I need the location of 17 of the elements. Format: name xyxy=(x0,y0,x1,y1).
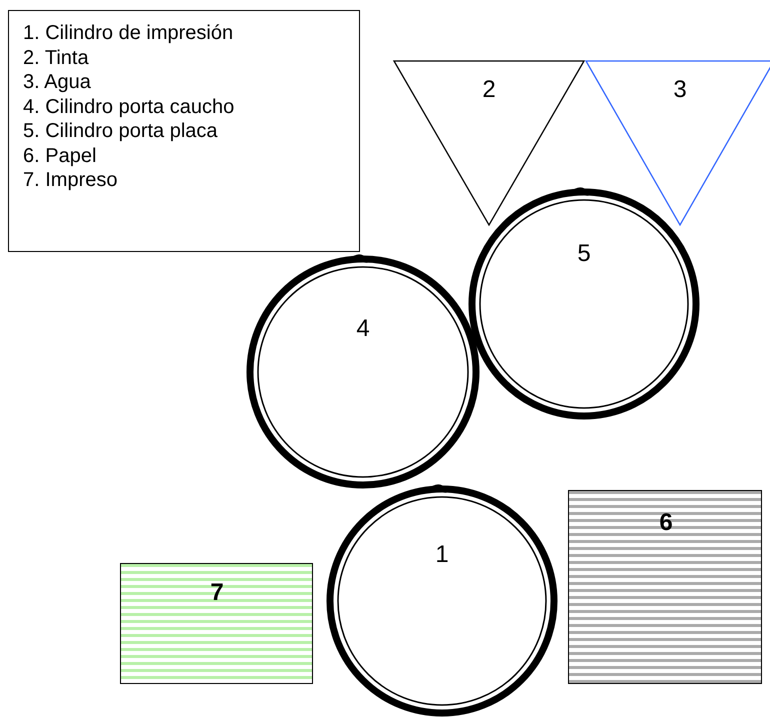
list-item: 7. Impreso xyxy=(23,168,118,192)
list-item: 6. Papel xyxy=(23,144,96,168)
number-label: 2 xyxy=(482,76,496,104)
legend-box xyxy=(8,10,360,252)
number-label: 6 xyxy=(659,509,673,537)
list-item: 4. Cilindro porta caucho xyxy=(23,94,234,119)
list-item: 3. Agua xyxy=(23,70,91,94)
list-item: 5. Cilindro porta placa xyxy=(23,119,218,144)
striped-sheet xyxy=(568,490,762,684)
number-label: 3 xyxy=(673,76,687,104)
number-label: 4 xyxy=(356,315,370,343)
striped-sheet xyxy=(120,563,313,684)
list-item: 2. Tinta xyxy=(23,46,89,70)
number-label: 1 xyxy=(435,541,449,569)
list-item: 1. Cilindro de impresión xyxy=(23,21,234,46)
number-label: 7 xyxy=(210,579,224,607)
number-label: 5 xyxy=(577,240,591,268)
